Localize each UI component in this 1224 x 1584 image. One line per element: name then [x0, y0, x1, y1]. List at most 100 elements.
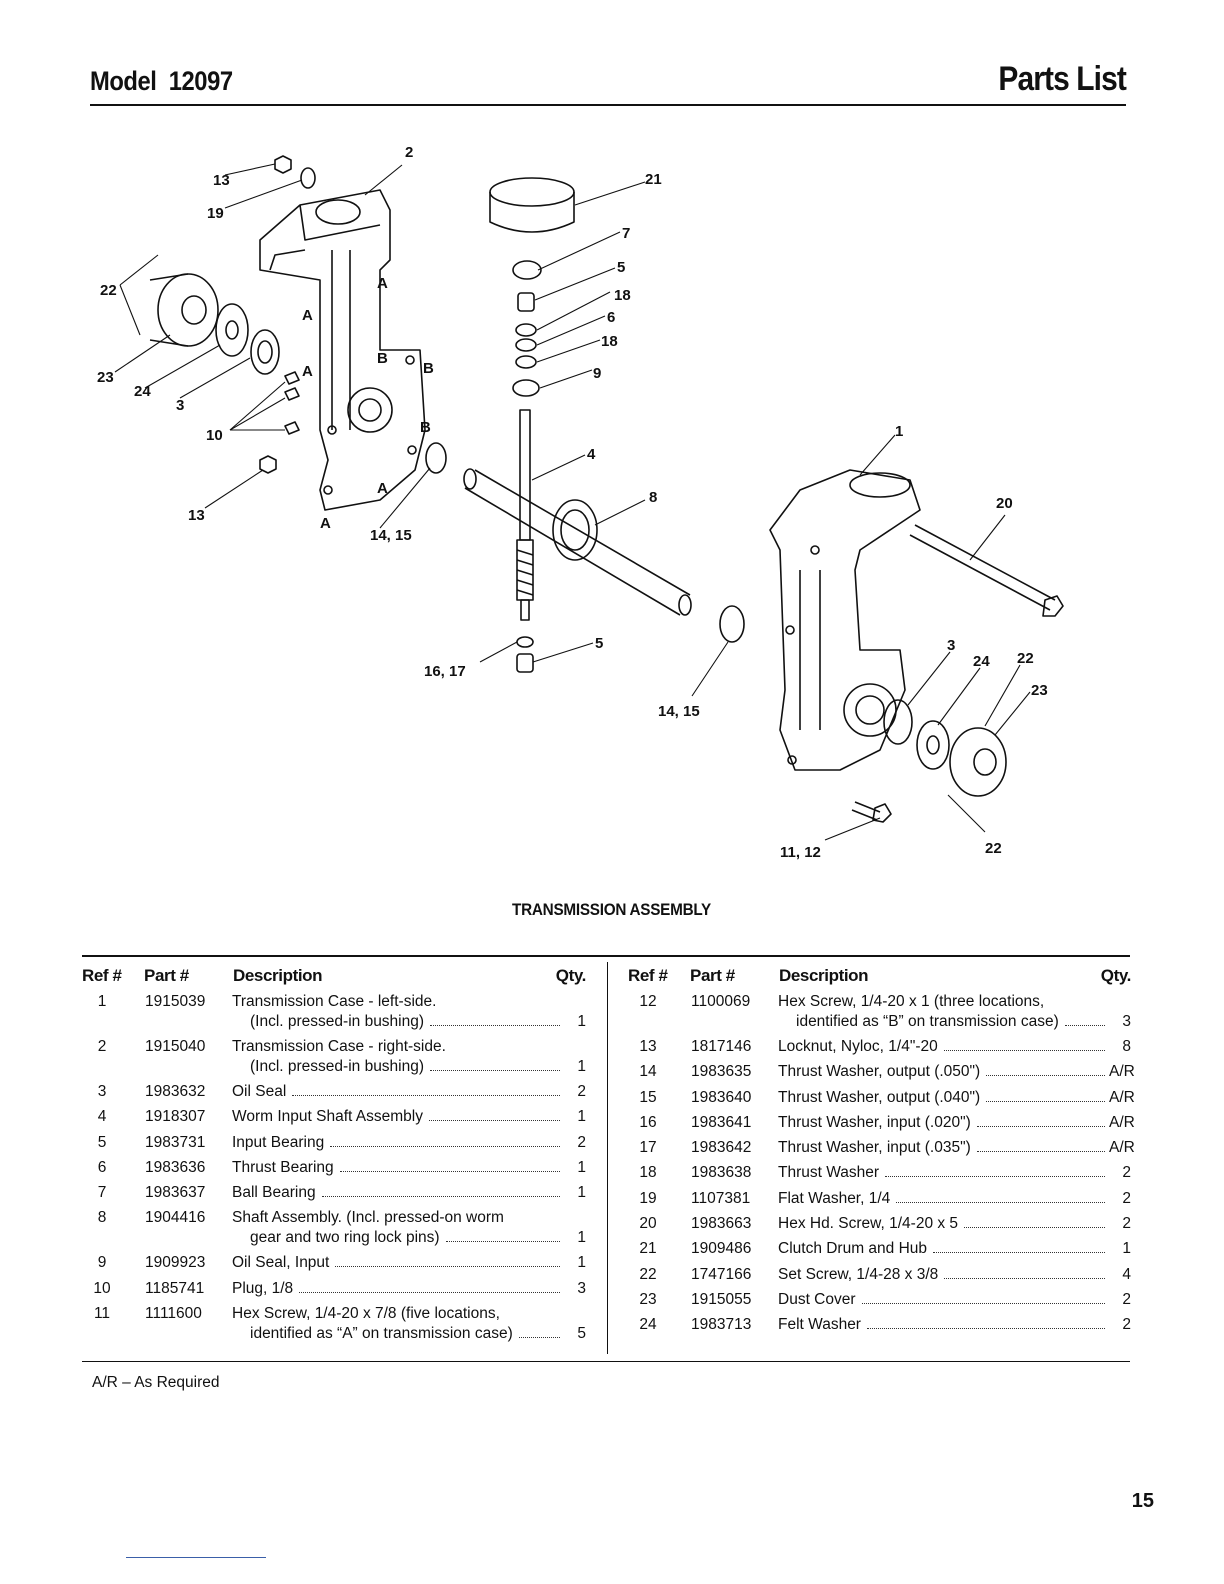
quantity: A/R [1109, 1063, 1135, 1081]
description: Hex Screw, 1/4-20 x 7/8 (five locations,… [232, 1304, 586, 1344]
callout-3: 3 [947, 637, 955, 654]
description-line: Shaft Assembly. (Incl. pressed-on worm [232, 1209, 504, 1227]
case-label-b: B [423, 360, 434, 377]
header-part: Part # [690, 966, 735, 985]
footnote: A/R – As Required [92, 1374, 220, 1391]
description: Shaft Assembly. (Incl. pressed-on worm ge… [232, 1208, 586, 1248]
description-line: Flat Washer, 1/4 [778, 1189, 891, 1207]
oil-seal-9 [512, 379, 540, 397]
quantity: 3 [1122, 1013, 1131, 1030]
callout-6: 6 [607, 309, 615, 326]
callout-19: 19 [207, 205, 224, 222]
quantity: 1 [577, 1254, 586, 1272]
quantity: 1 [577, 1058, 586, 1075]
callout-18: 18 [614, 287, 631, 304]
flat-washer-19 [300, 167, 316, 189]
ref-number: 22 [639, 1265, 657, 1283]
table-top-rule [82, 955, 1130, 957]
input-bearing-5-bottom [516, 653, 534, 673]
right-transmission-case [769, 469, 921, 771]
description-line: (Incl. pressed-in bushing) [250, 1013, 425, 1030]
page-number: 15 [1131, 1490, 1154, 1512]
plug-10-a [284, 371, 300, 385]
oil-seal-3-right [883, 699, 913, 745]
description-line: identified as “A” on transmission case) [250, 1325, 513, 1343]
worm-input-shaft-4 [516, 409, 534, 621]
part-number: 1915040 [145, 1038, 206, 1055]
description-line: Oil Seal, Input [232, 1254, 330, 1272]
ref-number: 8 [97, 1209, 107, 1227]
callout-7: 7 [622, 225, 630, 242]
clutch-drum-21 [489, 177, 575, 233]
callout-11-12: 11, 12 [780, 844, 821, 861]
description: Thrust Washer, input (.020") A/R [778, 1113, 1135, 1133]
part-number: 1909923 [145, 1254, 206, 1272]
part-number: 1983637 [145, 1184, 206, 1202]
quantity: 2 [577, 1133, 586, 1151]
ref-number: 20 [639, 1215, 657, 1233]
description-line: Transmission Case - right-side. [232, 1038, 446, 1055]
model-label: Model [90, 66, 157, 96]
part-number: 1747166 [691, 1265, 752, 1283]
felt-washer-24-right [916, 720, 950, 770]
description-line: (Incl. pressed-in bushing) [250, 1058, 425, 1075]
callout-4: 4 [587, 446, 596, 463]
plug-10-c [284, 421, 300, 435]
description-line: gear and two ring lock pins) [250, 1229, 440, 1247]
ref-number: 4 [97, 1108, 107, 1126]
quantity: 1 [577, 1013, 586, 1030]
quantity: 2 [1122, 1215, 1131, 1233]
description-line: Thrust Bearing [232, 1158, 334, 1176]
thrust-washer-18-b [515, 355, 537, 369]
table-row: 9 1909923 Oil Seal, Input 1 [82, 1253, 586, 1278]
description-line: Hex Screw, 1/4-20 x 7/8 (five locations, [232, 1305, 500, 1323]
description: Hex Screw, 1/4-20 x 1 (three locations,i… [778, 992, 1131, 1032]
ref-number: 12 [639, 993, 657, 1010]
callout-20: 20 [996, 495, 1013, 512]
ref-number: 9 [97, 1254, 107, 1272]
description: Thrust Washer, output (.050")A/R [778, 1062, 1135, 1082]
quantity: A/R [1109, 1139, 1135, 1157]
case-label-b: B [377, 350, 388, 367]
callout-1: 1 [895, 423, 903, 440]
quantity: 2 [1122, 1164, 1131, 1182]
callout-22: 22 [1017, 650, 1034, 667]
description: Felt Washer 2 [778, 1315, 1131, 1335]
header-description: Description [233, 966, 323, 985]
table-row: 8 1904416 Shaft Assembly. (Incl. pressed-o… [82, 1208, 586, 1253]
part-number: 1983638 [691, 1164, 752, 1182]
transmission-exploded-diagram: 2 13 19 22 23 24 3 10 13 14, 15 21 7 5 1… [97, 144, 1064, 861]
bottom-rule [126, 1557, 266, 1558]
part-number: 1904416 [145, 1209, 206, 1227]
table-bottom-rule [82, 1361, 1130, 1362]
quantity: 8 [1122, 1038, 1131, 1055]
part-number: 1983713 [691, 1316, 752, 1334]
ref-number: 11 [93, 1305, 111, 1323]
hex-screw-20 [909, 524, 1064, 617]
description-line: Plug, 1/8 [232, 1279, 294, 1297]
callout-13: 13 [213, 172, 230, 189]
quantity: 1 [577, 1158, 586, 1176]
quantity: A/R [1109, 1113, 1135, 1131]
diagram-caption: TRANSMISSION ASSEMBLY [512, 900, 712, 919]
part-number: 1817146 [691, 1038, 752, 1055]
output-shaft-assembly-8 [463, 468, 692, 616]
description-line: Felt Washer [778, 1316, 861, 1334]
description-line: identified as “B” on transmission case) [796, 1013, 1059, 1030]
ref-number: 18 [639, 1164, 657, 1182]
description-line: Thrust Washer, input (.020") [778, 1113, 971, 1131]
case-label-b: B [420, 419, 431, 436]
part-number: 1915039 [145, 993, 206, 1010]
quantity: 2 [1122, 1316, 1131, 1334]
table-header: Ref # Part # Description Qty. [82, 962, 586, 992]
